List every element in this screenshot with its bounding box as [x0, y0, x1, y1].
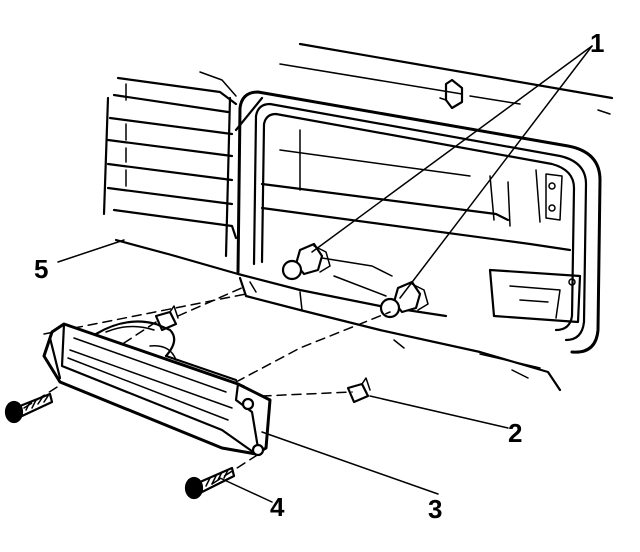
callout-4: 4	[270, 492, 285, 522]
bulb-socket-icon	[281, 242, 429, 319]
callout-1: 1	[590, 28, 604, 58]
callout-3: 3	[428, 494, 442, 524]
grille	[102, 71, 238, 258]
callout-5: 5	[34, 254, 48, 284]
fog-lamp-lens-assembly	[42, 320, 272, 457]
leader-lines	[57, 45, 593, 503]
screw-icon	[4, 392, 236, 500]
headlamp-bezel	[236, 78, 602, 354]
callout-2: 2	[508, 418, 522, 448]
